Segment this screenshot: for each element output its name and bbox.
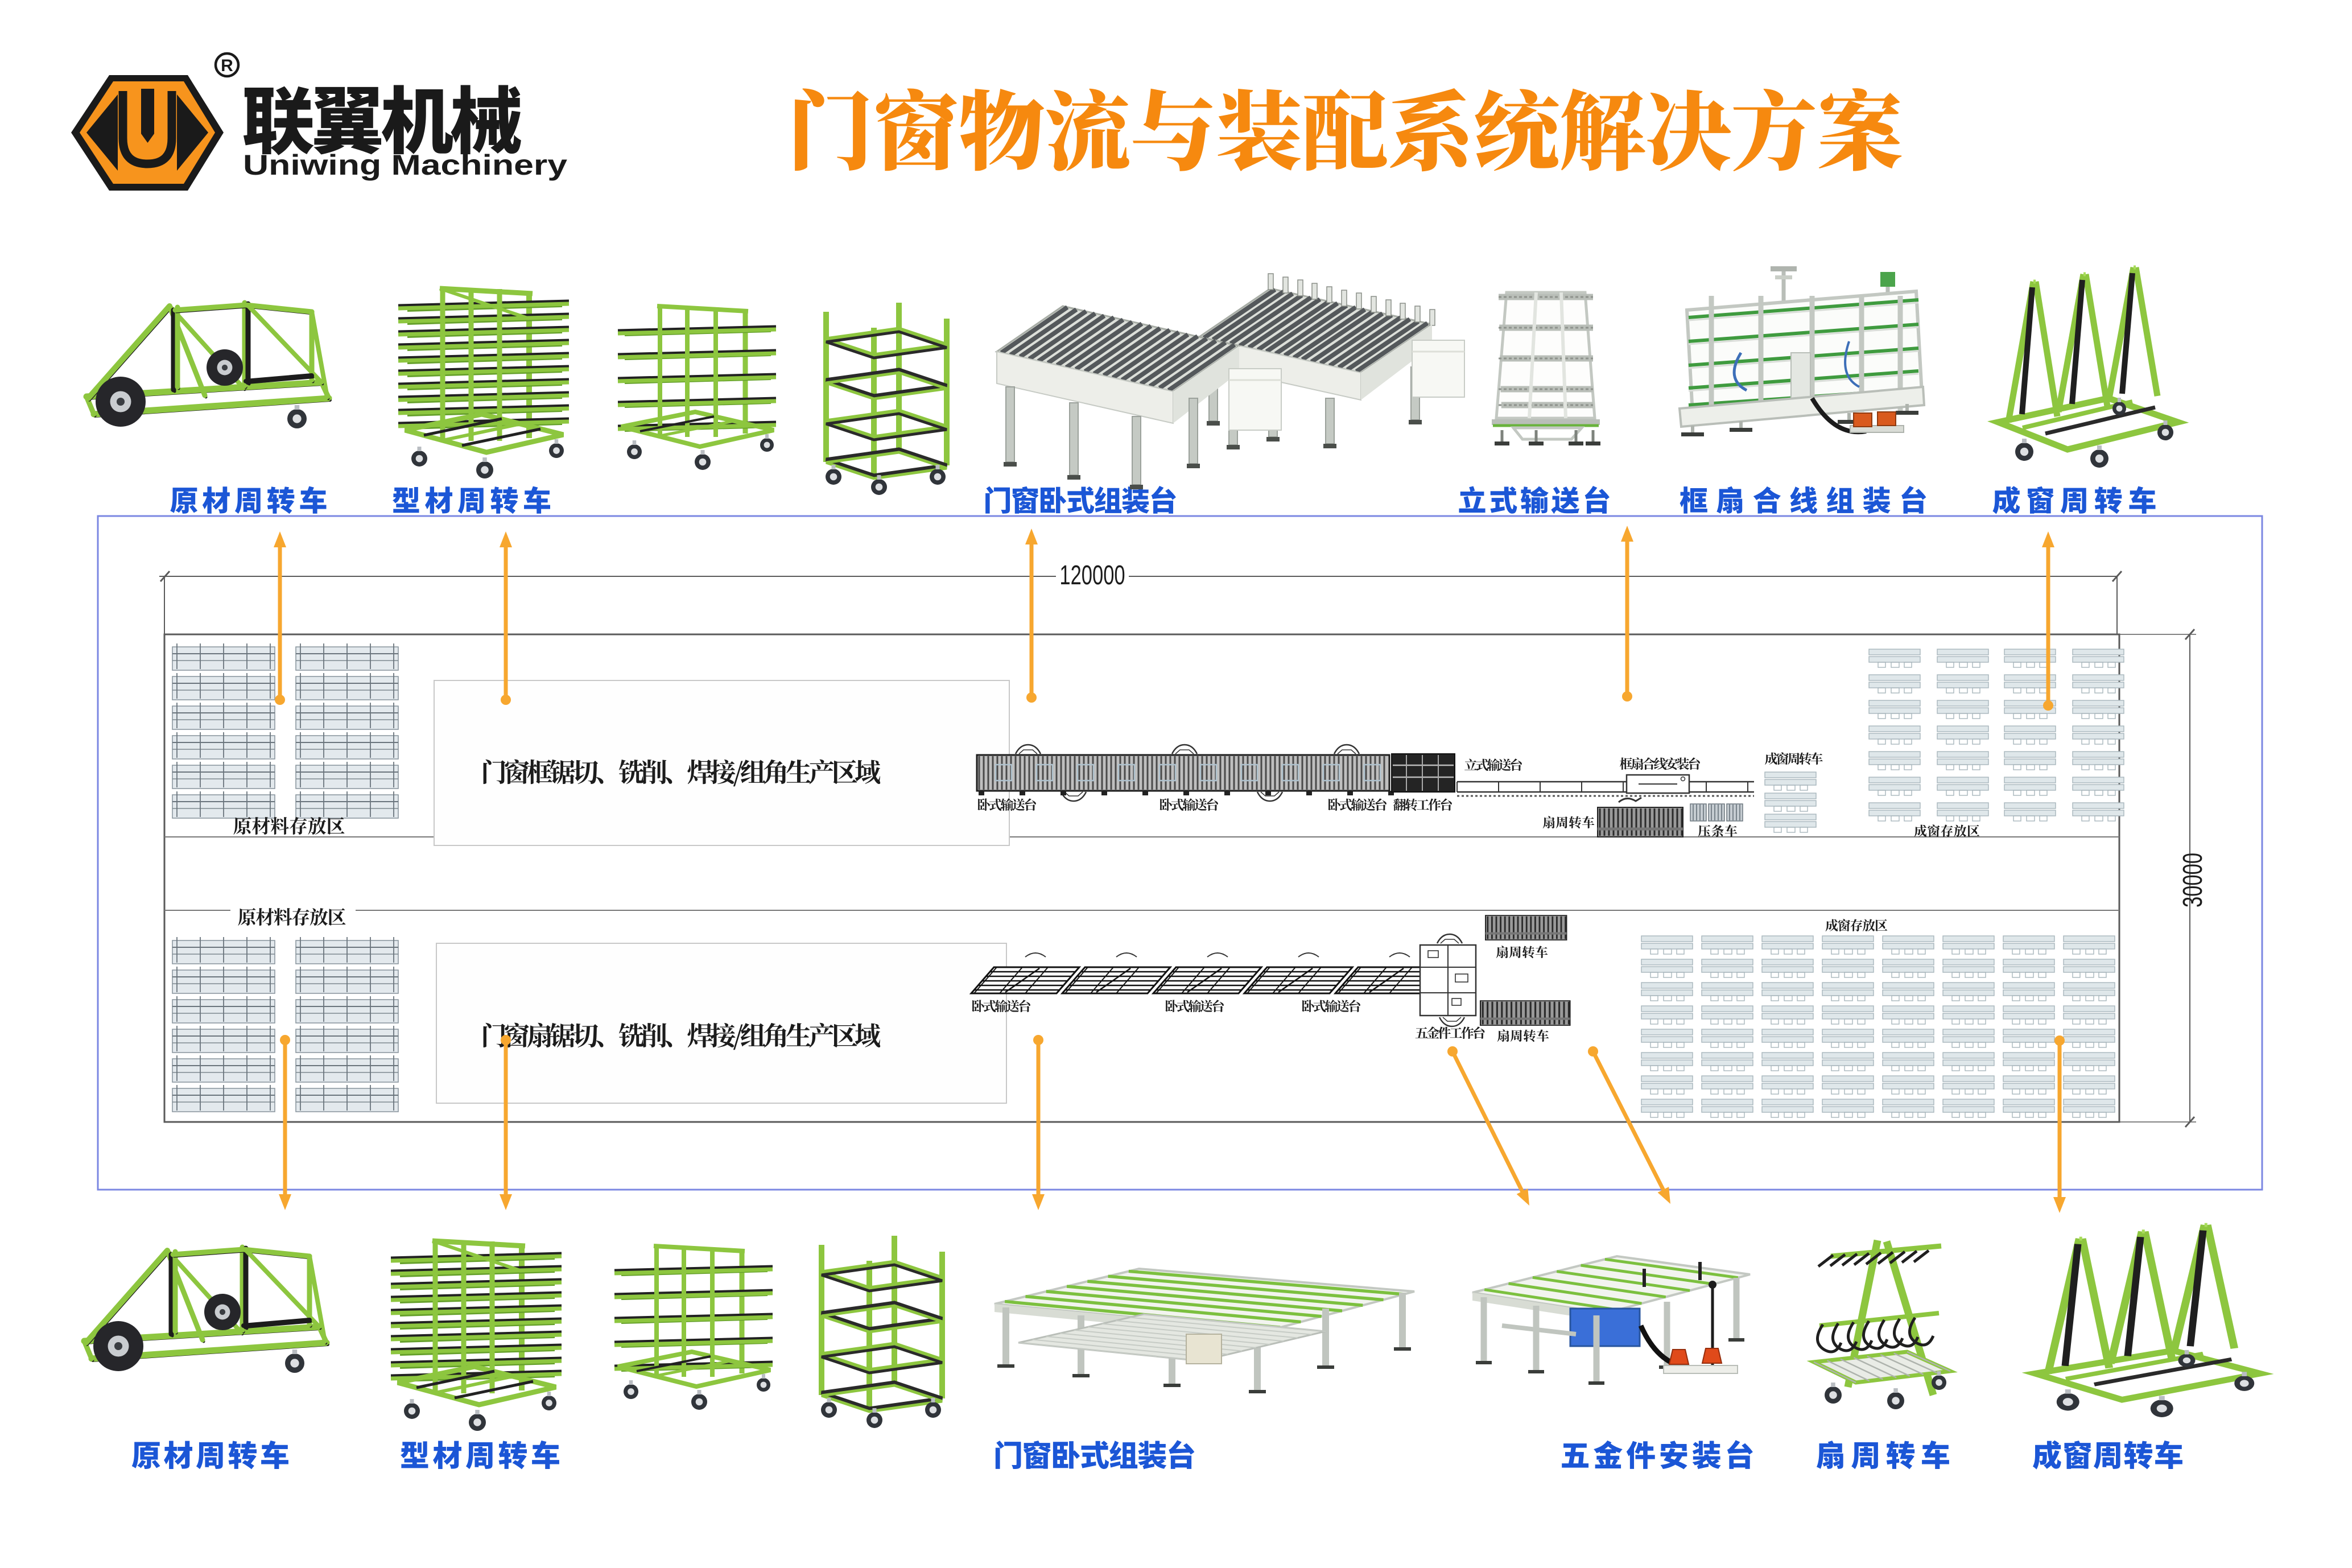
svg-text:R: R	[221, 56, 233, 75]
svg-text:120000: 120000	[1059, 559, 1125, 590]
svg-text:30000: 30000	[2177, 853, 2207, 907]
svg-text:Uniwing Machinery: Uniwing Machinery	[243, 149, 567, 181]
